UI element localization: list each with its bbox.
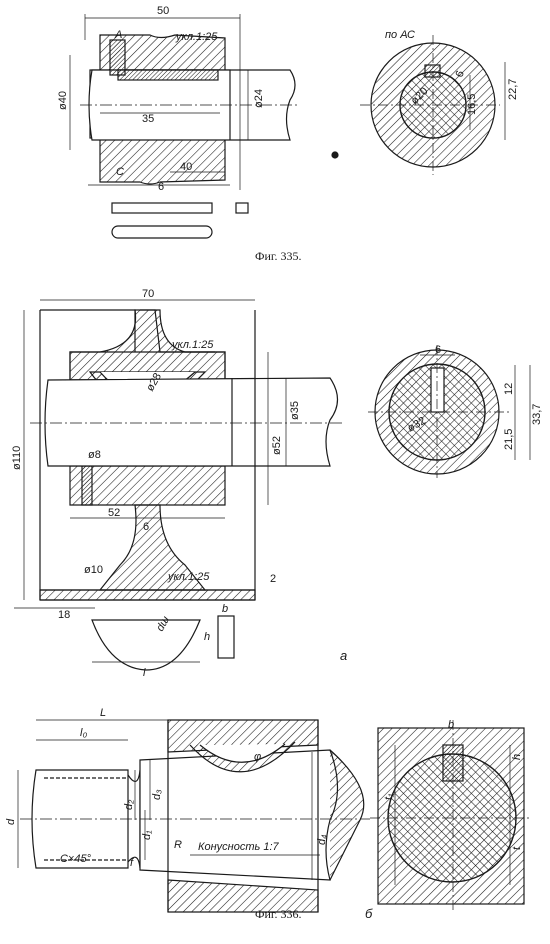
fig336b-labels: L l₀ d d₂ d₃ d₁ d₄ φ C×45° f R Конусност… — [5, 707, 523, 921]
fig336a-key-side — [217, 615, 235, 659]
fig336b-sec-t: t — [511, 846, 523, 850]
fig335-taper: укл.1:25 — [175, 31, 218, 43]
fig335-key-end — [235, 202, 249, 214]
fig336b-dim-l0: l₀ — [80, 727, 87, 739]
fig335-dim-d40: ø40 — [57, 91, 69, 110]
fig336b-dim-d2: d₂ — [123, 799, 135, 810]
fig335-section — [360, 35, 506, 175]
fig336a-dim-70: 70 — [142, 288, 154, 300]
fig335-dim-6: 6 — [158, 181, 164, 193]
fig336a-taper-bottom: укл.1:25 — [167, 571, 210, 583]
fig336b-dim-L: L — [100, 707, 106, 719]
fig336a-dim-2: 2 — [270, 573, 276, 585]
fig336b-sec-h: h — [511, 754, 523, 760]
fig336a-dim-6: 6 — [143, 521, 149, 533]
fig336b-dim-d4: d₄ — [316, 834, 328, 845]
fig336a-segment-key — [91, 619, 201, 671]
fig335-dim-35: 35 — [142, 113, 154, 125]
fig336b-phi: φ — [254, 751, 261, 763]
fig336b-dim-d3: d₃ — [151, 789, 163, 800]
fig336a-dim-d110: ø110 — [11, 446, 23, 470]
fig336a-key-b: b — [222, 603, 228, 615]
fig336b-conicity: Конусность 1:7 — [198, 841, 280, 853]
fig336b-label: б — [365, 906, 373, 921]
fig336b-dim-d1: d₁ — [141, 830, 153, 840]
fig336b-dim-d: d — [5, 818, 17, 825]
fig336a-key-l: l — [143, 667, 146, 679]
fig335-main-view — [69, 14, 300, 190]
fig336a-key-h: h — [204, 631, 210, 643]
fig336b-sec-b: b — [448, 719, 454, 731]
fig335-dot — [331, 151, 339, 159]
fig335-point-c: С — [116, 166, 124, 178]
fig335-dim-d24: ø24 — [253, 89, 265, 108]
fig336a-key-dn: dш — [154, 614, 172, 633]
fig336a-sec-12: 12 — [503, 383, 515, 395]
fig336a-labels: 70 ø110 укл.1:25 ø28 ø35 ø52 ø8 52 6 ø10… — [11, 288, 543, 679]
fig336a-hole-d10: ø10 — [84, 564, 103, 576]
fig336a-sec-215: 21,5 — [503, 429, 515, 450]
fig336a-dim-d52: ø52 — [271, 436, 283, 455]
fig336b-section — [370, 720, 532, 912]
fig336a-main-view — [14, 299, 345, 609]
fig336a-pin-d8: ø8 — [88, 449, 101, 461]
fig336a-taper-top: укл.1:25 — [171, 339, 214, 351]
fig336a-dim-18: 18 — [58, 609, 70, 621]
fig335-point-a: А — [114, 29, 122, 41]
fig335-sec-6: 6 — [454, 69, 467, 79]
fig336b-chamfer: C×45° — [60, 853, 92, 865]
fig336b-f: f — [130, 857, 134, 869]
fig335-section-label: по АС — [385, 29, 415, 41]
fig336a-dim-d35: ø35 — [289, 401, 301, 420]
fig335-sec-165: 16,5 — [466, 94, 478, 115]
fig336b-caption: Фиг. 336. — [255, 907, 301, 921]
fig335-key-rounded — [111, 225, 213, 239]
fig335-dim-40: 40 — [180, 161, 192, 173]
fig336a-dim-52: 52 — [108, 507, 120, 519]
fig335-dim-50: 50 — [157, 5, 169, 17]
fig336b-main-view — [17, 719, 370, 913]
fig335-sec-227: 22,7 — [507, 79, 519, 100]
fig336a-section — [368, 345, 531, 478]
fig336b-sec-t1: t₁ — [383, 793, 395, 800]
fig335-labels: 50 А укл.1:25 ø40 ø24 35 С 6 40 по АС 6 … — [57, 5, 519, 263]
fig335-caption: Фиг. 335. — [255, 249, 301, 263]
fig336b-R: R — [174, 839, 182, 851]
fig336a-label: а — [340, 648, 347, 663]
fig336a-sec-6: 6 — [435, 344, 441, 356]
fig335-key-profile — [111, 202, 213, 214]
fig336a-sec-337: 33,7 — [531, 404, 543, 425]
